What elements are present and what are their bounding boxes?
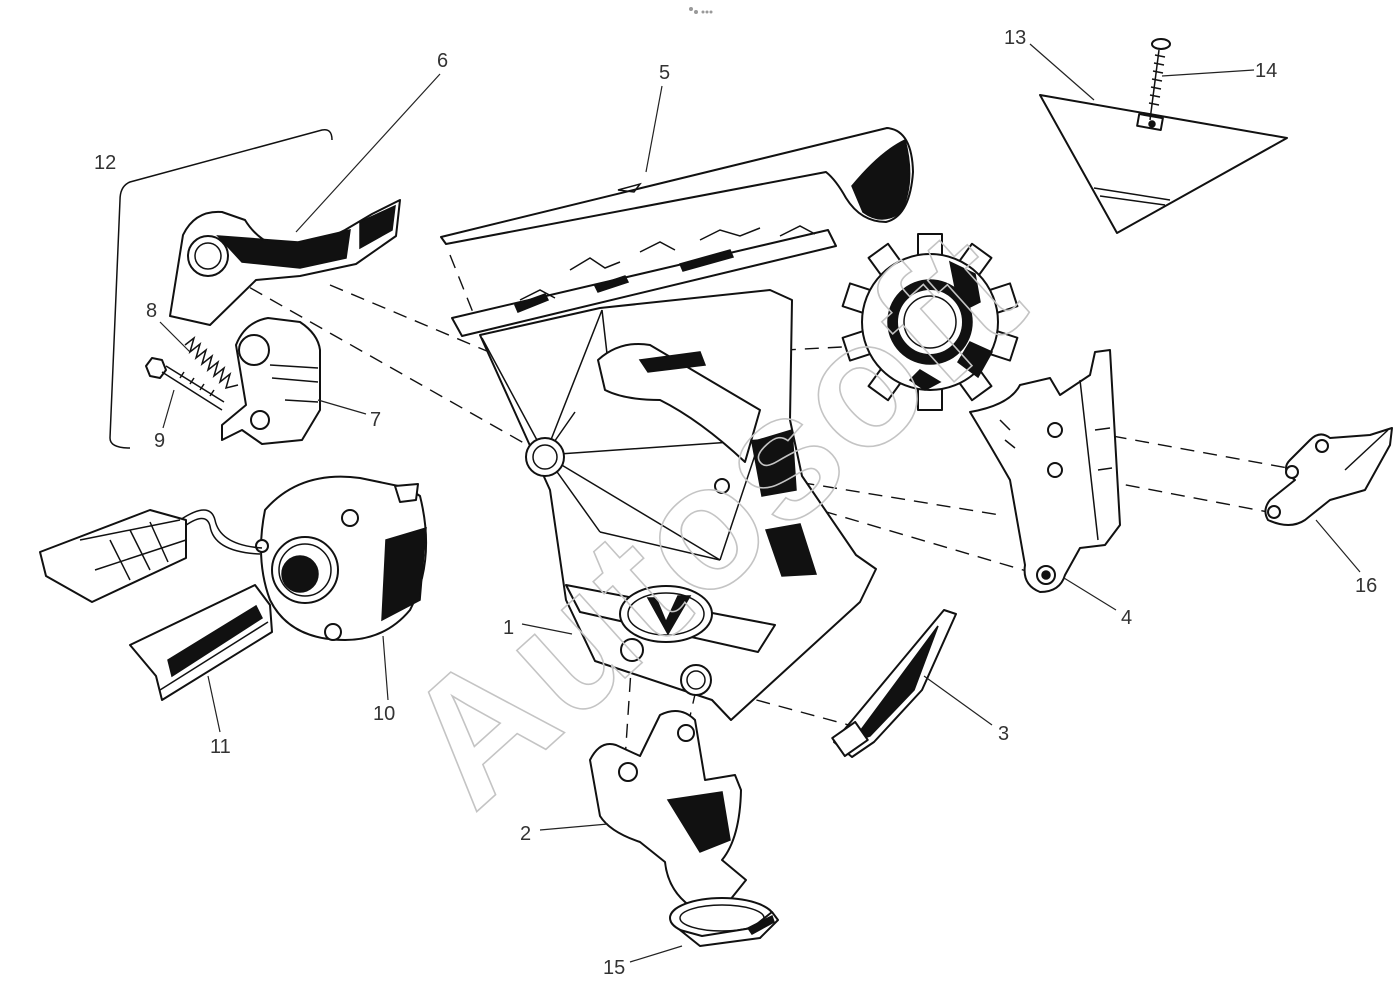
airbox-plate-ridges bbox=[519, 225, 816, 301]
assembly-line bbox=[209, 264, 546, 456]
part-bolt bbox=[145, 357, 225, 411]
part-small-bracket bbox=[1264, 427, 1393, 526]
part-spring bbox=[184, 335, 239, 390]
part-cable-connector bbox=[39, 509, 263, 603]
callout-15: 15 bbox=[603, 957, 625, 979]
callout-6: 6 bbox=[437, 50, 448, 72]
assembly-line bbox=[449, 254, 481, 331]
part-upper-mount bbox=[169, 199, 401, 326]
top-dots-icon bbox=[689, 7, 713, 14]
part-side-bracket bbox=[969, 349, 1121, 593]
callout-12: 12 bbox=[94, 152, 116, 174]
part-switch-housing bbox=[255, 475, 428, 641]
part-rotor-wheel bbox=[841, 233, 1019, 411]
airbox-hole bbox=[620, 638, 644, 662]
part-lower-intake bbox=[589, 710, 747, 907]
group-bracket bbox=[109, 128, 333, 449]
callout-11: 11 bbox=[210, 736, 231, 758]
part-clamp bbox=[221, 317, 321, 445]
callout-3: 3 bbox=[998, 723, 1009, 745]
callout-16: 16 bbox=[1355, 575, 1377, 597]
callout-7: 7 bbox=[370, 409, 381, 431]
callouts: 1 2 3 4 5 6 7 8 9 10 11 12 13 14 15 16 bbox=[94, 27, 1377, 979]
callout-10: 10 bbox=[373, 703, 395, 725]
part-clamp-ring bbox=[669, 897, 779, 947]
airbox-hole bbox=[680, 664, 712, 696]
brand-logo-badge bbox=[619, 585, 713, 643]
part-tube bbox=[129, 584, 273, 701]
airbox-inner-duct bbox=[597, 343, 761, 463]
callout-13: 13 bbox=[1004, 27, 1026, 49]
part-side-duct bbox=[831, 609, 957, 758]
assembly-line bbox=[1089, 431, 1289, 469]
part-screw bbox=[1148, 38, 1171, 121]
leader-lines bbox=[159, 43, 1361, 963]
callout-8: 8 bbox=[146, 300, 157, 322]
callout-9: 9 bbox=[154, 430, 165, 452]
callout-4: 4 bbox=[1121, 607, 1132, 629]
callout-14: 14 bbox=[1255, 60, 1277, 82]
callout-5: 5 bbox=[659, 62, 670, 84]
airbox-port bbox=[525, 437, 565, 477]
callout-1: 1 bbox=[503, 617, 514, 639]
watermark-text: Autosoft bbox=[368, 192, 1060, 843]
v-logo-icon bbox=[646, 595, 692, 636]
part-airbox-body bbox=[451, 225, 877, 721]
callout-2: 2 bbox=[520, 823, 531, 845]
part-top-cover bbox=[440, 127, 914, 245]
part-triangle-cover bbox=[1039, 94, 1288, 234]
assembly-line bbox=[754, 474, 1001, 516]
assembly-line bbox=[624, 654, 633, 761]
